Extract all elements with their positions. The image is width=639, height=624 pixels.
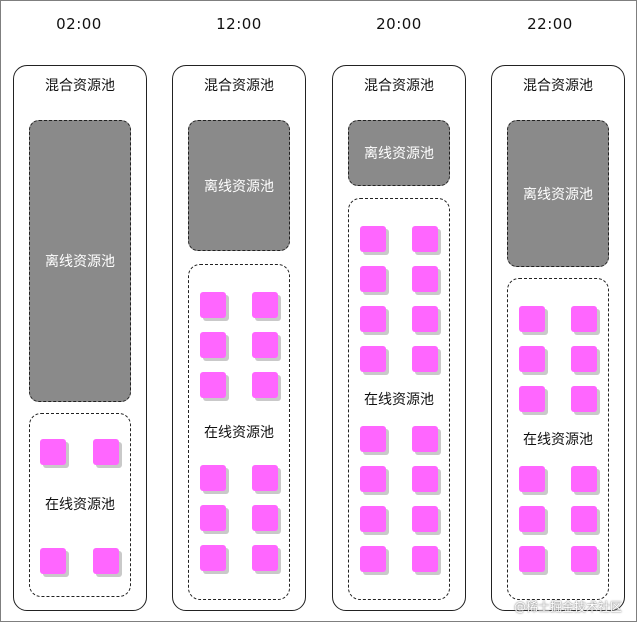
online-instance [571,386,597,412]
time-label-2200: 22:00 [527,15,573,33]
online-instance [519,306,545,332]
online-instance [571,546,597,572]
offline-pool: 离线资源池 [29,120,131,402]
online-instance [412,426,438,452]
online-pool-label: 在线资源池 [45,497,115,513]
online-instance [360,506,386,532]
online-instance [200,372,226,398]
time-label-2000: 20:00 [376,15,422,33]
mixed-pool-2000: 混合资源池 离线资源池 在线资源池 [332,65,466,611]
offline-pool: 离线资源池 [188,120,290,251]
watermark: @稀土掘金技术社区 [513,600,622,614]
online-instance [412,466,438,492]
online-pool: 在线资源池 [29,413,131,597]
online-pool-label: 在线资源池 [364,392,434,408]
online-instance [40,439,66,465]
online-instance [93,439,119,465]
online-instance [200,505,226,531]
mixed-pool-title: 混合资源池 [523,78,593,94]
online-instance [412,226,438,252]
online-instance [571,466,597,492]
online-instance [519,466,545,492]
online-instance [360,426,386,452]
online-instance [360,226,386,252]
online-pool: 在线资源池 [507,278,609,600]
online-instance [412,546,438,572]
offline-pool: 离线资源池 [507,120,609,267]
online-pool-label: 在线资源池 [523,432,593,448]
online-instance [252,332,278,358]
online-instance [252,372,278,398]
mixed-pool-0200: 混合资源池 离线资源池 在线资源池 [13,65,147,611]
online-instance [93,548,119,574]
online-instance [360,466,386,492]
online-pool: 在线资源池 [348,198,450,600]
online-instance [252,545,278,571]
mixed-pool-1200: 混合资源池 离线资源池 在线资源池 [172,65,306,611]
offline-pool-label: 离线资源池 [523,186,593,203]
mixed-pool-title: 混合资源池 [364,78,434,94]
online-pool: 在线资源池 [188,264,290,600]
online-instance [412,306,438,332]
mixed-pool-title: 混合资源池 [204,78,274,94]
online-instance [200,545,226,571]
online-instance [571,306,597,332]
online-instance [571,346,597,372]
online-instance [412,266,438,292]
online-instance [252,505,278,531]
online-instance [252,465,278,491]
online-instance [252,292,278,318]
mixed-pool-2200: 混合资源池 离线资源池 在线资源池 [491,65,625,611]
online-instance [360,346,386,372]
online-instance [200,332,226,358]
offline-pool-label: 离线资源池 [45,254,115,270]
online-pool-label: 在线资源池 [204,425,274,441]
online-instance [412,346,438,372]
online-instance [360,266,386,292]
online-instance [571,506,597,532]
online-instance [40,548,66,574]
time-label-1200: 12:00 [216,15,262,33]
offline-pool-label: 离线资源池 [364,146,434,162]
online-instance [519,546,545,572]
online-instance [412,506,438,532]
time-label-0200: 02:00 [56,15,102,33]
online-instance [200,292,226,318]
online-instance [360,306,386,332]
online-instance [519,386,545,412]
online-instance [519,506,545,532]
online-instance [200,465,226,491]
mixed-pool-title: 混合资源池 [45,78,115,94]
online-instance [360,546,386,572]
offline-pool-label: 离线资源池 [204,178,274,195]
online-instance [519,346,545,372]
offline-pool: 离线资源池 [348,120,450,186]
